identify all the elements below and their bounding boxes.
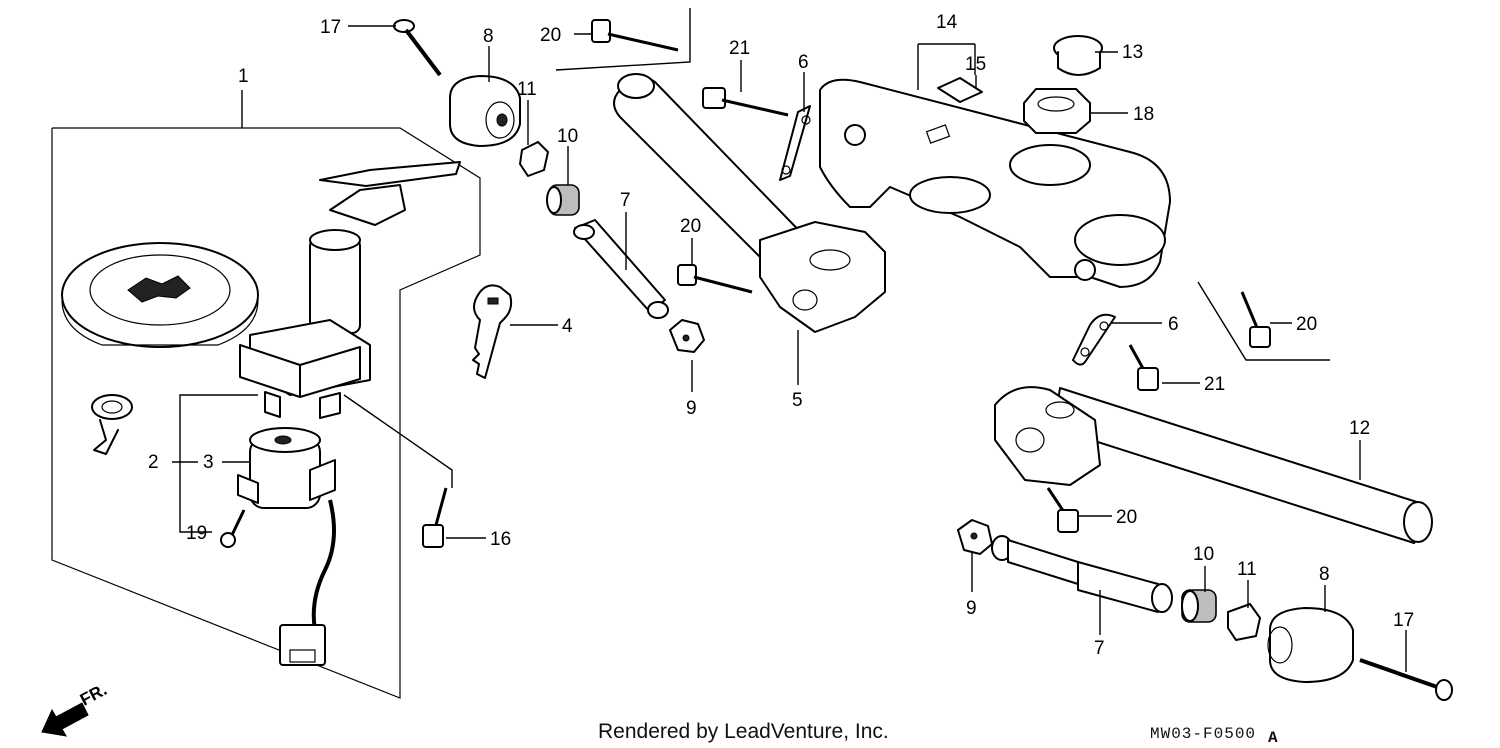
bolt-20-middle-part bbox=[677, 264, 753, 294]
rubber-top-part bbox=[546, 184, 580, 216]
screw-19-part bbox=[220, 509, 246, 548]
screw-17-top-part bbox=[393, 19, 442, 77]
collar-top-part bbox=[573, 219, 669, 319]
callout-8-bottom: 8 bbox=[1319, 564, 1330, 585]
callout-11-bottom: 11 bbox=[1237, 559, 1257, 580]
bolt-21-top-part bbox=[702, 87, 789, 117]
callout-8-top: 8 bbox=[483, 26, 494, 47]
left-handlebar-part bbox=[613, 73, 886, 333]
switch-cylinder-part bbox=[237, 427, 336, 666]
callout-20-lower: 20 bbox=[1116, 507, 1137, 528]
key-part bbox=[472, 284, 513, 379]
callout-21-right: 21 bbox=[1204, 374, 1225, 395]
callout-11-top: 11 bbox=[517, 79, 537, 100]
callout-7-bottom: 7 bbox=[1094, 638, 1105, 659]
ignition-switch-part bbox=[239, 161, 461, 419]
grommet-part bbox=[91, 394, 133, 455]
clip-top-part bbox=[519, 141, 549, 177]
callout-17-bottom: 17 bbox=[1393, 610, 1414, 631]
callout-18: 18 bbox=[1133, 104, 1154, 125]
callout-9-bottom: 9 bbox=[966, 598, 977, 619]
nut-top-part bbox=[669, 319, 705, 353]
callout-4: 4 bbox=[562, 316, 573, 337]
callout-15: 15 bbox=[965, 54, 986, 75]
callout-10-bottom: 10 bbox=[1193, 544, 1214, 565]
bolt-20-right-part bbox=[1240, 291, 1271, 348]
callout-13: 13 bbox=[1122, 42, 1143, 63]
callout-10-top: 10 bbox=[557, 126, 578, 147]
bolt-21-right-part bbox=[1128, 344, 1159, 391]
right-group-divider bbox=[1197, 281, 1330, 361]
top-bridge-part bbox=[819, 43, 1171, 288]
collar-bottom-part bbox=[991, 535, 1173, 613]
plate-6-right-part bbox=[1072, 313, 1116, 366]
callout-3: 3 bbox=[203, 452, 214, 473]
callout-21-top: 21 bbox=[729, 38, 750, 59]
callout-7-top: 7 bbox=[620, 190, 631, 211]
bar-end-weight-bottom-part bbox=[1267, 607, 1354, 683]
diagram-code: MW03-F0500 bbox=[1150, 725, 1256, 743]
credit-text: Rendered by LeadVenture, Inc. bbox=[598, 720, 889, 743]
callout-12: 12 bbox=[1349, 418, 1370, 439]
bolt-20-lower-part bbox=[1046, 487, 1079, 533]
front-arrow-icon bbox=[41, 702, 89, 737]
diagram-code-suffix: A bbox=[1268, 729, 1279, 747]
callout-1: 1 bbox=[238, 66, 249, 87]
callout-19: 19 bbox=[186, 523, 207, 544]
callout-6-top: 6 bbox=[798, 52, 809, 73]
front-direction-marker: FR. bbox=[41, 680, 110, 737]
callout-14: 14 bbox=[936, 12, 958, 33]
callout-20-middle: 20 bbox=[680, 216, 701, 237]
right-handlebar-part bbox=[994, 386, 1433, 544]
label-plate-part bbox=[937, 77, 983, 103]
fuel-cap-part bbox=[61, 242, 259, 348]
steering-cap-part bbox=[1053, 35, 1103, 76]
callout-5: 5 bbox=[792, 390, 803, 411]
ignition-group-boundary bbox=[51, 90, 481, 699]
leader-lines bbox=[172, 25, 1407, 672]
callout-17-top: 17 bbox=[320, 17, 341, 38]
nut-bottom-part bbox=[957, 519, 993, 555]
callout-2: 2 bbox=[148, 452, 159, 473]
bolt-20-top-part bbox=[555, 8, 691, 71]
stem-nut-part bbox=[1023, 88, 1091, 134]
callout-labels: 1 2 3 4 5 6 6 7 7 8 8 9 9 10 10 11 11 12… bbox=[148, 12, 1414, 659]
screw-17-bottom-part bbox=[1359, 658, 1453, 701]
rubber-bottom-part bbox=[1181, 589, 1217, 623]
callout-6-right: 6 bbox=[1168, 314, 1179, 335]
clip-bottom-part bbox=[1227, 603, 1261, 641]
bar-end-weight-top-part bbox=[449, 75, 521, 147]
screw-16-part bbox=[422, 487, 448, 548]
callout-16: 16 bbox=[490, 529, 511, 550]
callout-20-right: 20 bbox=[1296, 314, 1317, 335]
callout-20-top: 20 bbox=[540, 25, 561, 46]
callout-9-top: 9 bbox=[686, 398, 697, 419]
plate-6-top-part bbox=[779, 105, 811, 181]
